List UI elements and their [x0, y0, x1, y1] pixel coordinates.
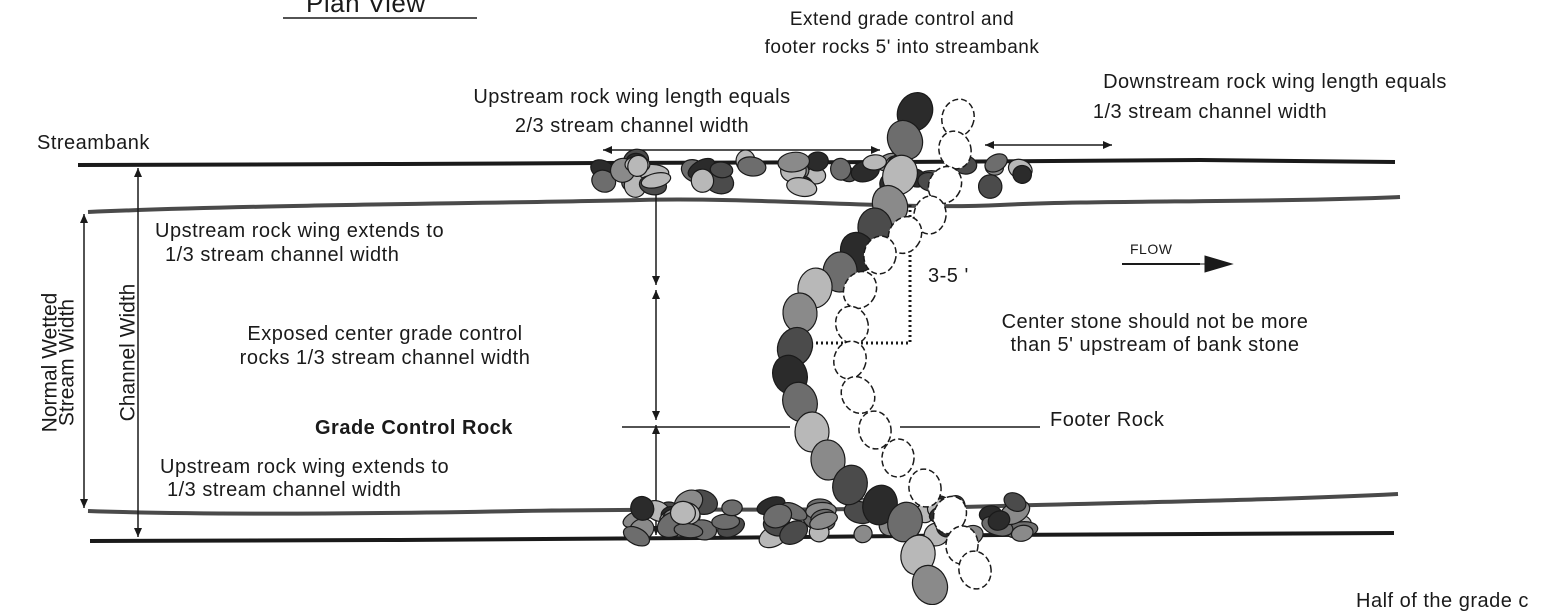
bank-rock [690, 168, 715, 193]
grade-control-rock-label: Grade Control Rock [315, 417, 513, 439]
upstream-wing-extends-top-1: Upstream rock wing extends to [155, 220, 445, 242]
grade-control-rock [810, 439, 846, 481]
bank-rock [669, 500, 696, 525]
upstream-wing-length-label-2: 2/3 stream channel width [514, 115, 750, 137]
exposed-center-label-2: rocks 1/3 stream channel width [239, 347, 531, 369]
upstream-wing-extends-bottom-1: Upstream rock wing extends to [160, 456, 450, 478]
bank-rock [711, 513, 741, 531]
footer-rock-label: Footer Rock [1050, 409, 1165, 431]
bank-rock [853, 524, 873, 544]
footer-rock [938, 130, 972, 170]
footer-rock [908, 468, 942, 508]
bank-rock [862, 154, 887, 171]
bank-rock [721, 499, 743, 517]
bank-rock [786, 177, 818, 198]
footer-rock [932, 495, 968, 535]
normal-wetted-width-label-2: Stream Width [55, 298, 79, 427]
bank-rock [1010, 524, 1034, 542]
bank-rock [673, 522, 704, 539]
grade-control-rock [887, 501, 923, 543]
bank-rock [977, 174, 1003, 199]
upstream-wing-extends-bottom-2: 1/3 stream channel width [167, 479, 402, 501]
bank-rock [737, 156, 767, 177]
extend-label-line1: Extend grade control and [789, 9, 1015, 30]
streambank-label: Streambank [37, 132, 150, 154]
flow-arrow [1122, 255, 1234, 273]
half-of-grade-label: Half of the grade c [1356, 590, 1529, 612]
grade-control-rock [911, 564, 949, 605]
bank-rock [627, 154, 649, 177]
downstream-wing-length-label-1: Downstream rock wing length equals [1103, 71, 1447, 93]
flow-label: FLOW [1130, 241, 1173, 257]
footer-rock [958, 550, 992, 590]
bank-rock [640, 172, 672, 189]
downstream-wing-length-label-2: 1/3 stream channel width [1092, 101, 1328, 123]
footer-rock [840, 375, 876, 415]
footer-rock [863, 235, 897, 275]
bank-rock [709, 161, 734, 179]
upstream-wing-extends-top-2: 1/3 stream channel width [165, 244, 400, 266]
bank-rock [830, 157, 852, 181]
dim-3-5-label: 3-5 ' [928, 265, 969, 287]
bank-rock [1012, 164, 1033, 184]
top-water-line [87, 195, 1401, 214]
channel-width-label: Channel Width [116, 283, 140, 422]
footer-rock [913, 195, 947, 235]
bottom-streambank-line [89, 531, 1395, 543]
bank-rock [591, 169, 617, 193]
bank-rock [763, 503, 793, 529]
bank-rock [809, 511, 838, 530]
grade-control-rock [832, 464, 868, 506]
exposed-center-label-1: Exposed center grade control [247, 323, 523, 345]
grade-control-rock [886, 119, 924, 161]
footer-rock [833, 340, 867, 380]
bank-rock [1003, 492, 1027, 513]
bottom-water-line [87, 492, 1399, 516]
rock-vane-rocks [590, 92, 1039, 605]
upstream-wing-length-label-1: Upstream rock wing length equals [473, 86, 791, 108]
bank-rock [622, 525, 651, 547]
diagram-title: Plan View [306, 0, 426, 18]
bank-rock [987, 510, 1011, 531]
center-stone-label-2: than 5' upstream of bank stone [1010, 334, 1300, 356]
bank-rock [630, 495, 655, 521]
footer-rock [881, 438, 915, 478]
center-stone-label-1: Center stone should not be more [1001, 311, 1309, 333]
extend-label-line2: footer rocks 5' into streambank [764, 37, 1040, 58]
bank-rock [777, 151, 811, 173]
footer-rock [858, 410, 892, 450]
bank-rock [984, 153, 1008, 173]
bank-rock [779, 520, 809, 545]
